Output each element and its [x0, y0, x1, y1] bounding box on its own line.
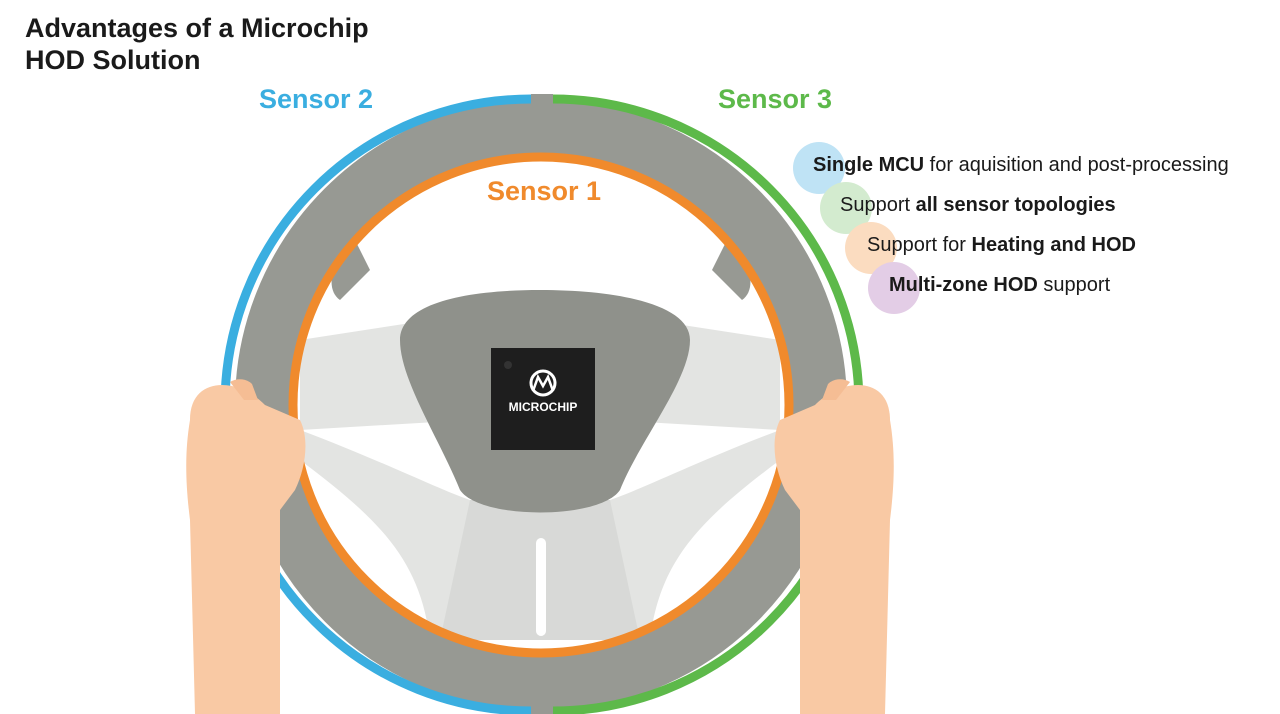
advantage-2-plain: Support	[840, 194, 916, 216]
chip-brand-text: MICROCHIP	[509, 400, 578, 414]
advantage-1-bold: Single MCU	[813, 154, 925, 176]
chip-pin1-dot	[504, 361, 512, 369]
advantage-4-bold: Multi-zone HOD	[889, 274, 1038, 296]
wheel-spokes	[300, 320, 780, 640]
rim-separator-bottom	[531, 696, 553, 714]
rim-separator-top	[531, 94, 553, 114]
advantage-3-plain: Support for	[867, 234, 972, 256]
advantage-1-rest: for aquisition and post-processing	[924, 154, 1229, 176]
advantage-2-bold: all sensor topologies	[915, 194, 1116, 216]
sensor-1-ring	[288, 152, 794, 658]
microchip-logo-icon	[529, 369, 557, 397]
title-line-2: HOD Solution	[25, 45, 201, 75]
advantage-item-3: Support for Heating and HOD	[867, 234, 1136, 257]
page-title: Advantages of a Microchip HOD Solution	[25, 12, 369, 76]
advantage-item-4: Multi-zone HOD support	[889, 274, 1110, 297]
advantage-item-2: Support all sensor topologies	[840, 194, 1116, 217]
advantage-4-rest: support	[1037, 274, 1111, 296]
left-hand	[186, 379, 306, 714]
advantage-3-bold: Heating and HOD	[971, 234, 1136, 256]
sensor-3-label: Sensor 3	[718, 84, 833, 114]
advantage-bubble-4	[868, 262, 920, 314]
title-line-1: Advantages of a Microchip	[25, 13, 369, 43]
sensor-2-label: Sensor 2	[259, 84, 374, 114]
sensor-1-label: Sensor 1	[487, 176, 602, 206]
advantage-item-1: Single MCU for aquisition and post-proce…	[813, 154, 1229, 177]
right-hand	[774, 379, 894, 714]
